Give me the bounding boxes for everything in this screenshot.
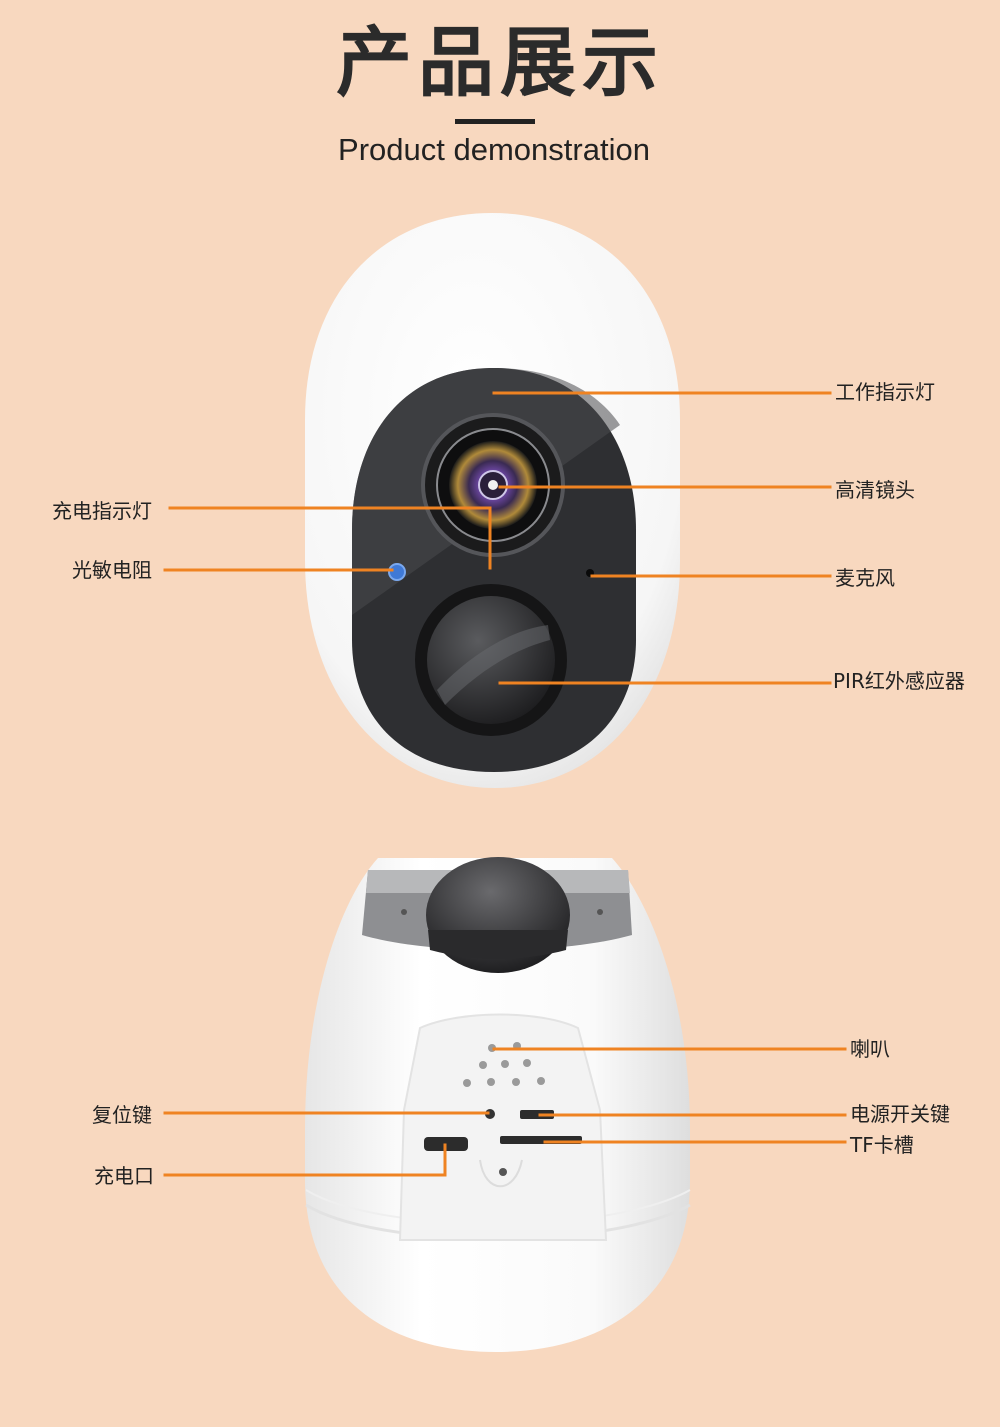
title-underline [455, 119, 535, 124]
label-charge-indicator: 充电指示灯 [52, 499, 152, 523]
back-dome-base [428, 930, 568, 959]
label-reset-key: 复位键 [92, 1103, 152, 1127]
light-sensor-dot [388, 563, 406, 581]
label-work-indicator: 工作指示灯 [835, 380, 935, 404]
page-subtitle: Product demonstration [338, 132, 650, 167]
label-hd-lens: 高清镜头 [835, 478, 915, 502]
label-power-key: 电源开关键 [850, 1102, 950, 1126]
callout-lines [163, 391, 847, 1177]
label-microphone: 麦克风 [835, 566, 895, 590]
callout-charge-indicator [168, 506, 492, 570]
lens-center [488, 480, 498, 490]
label-light-sensor: 光敏电阻 [72, 558, 152, 582]
label-speaker: 喇叭 [850, 1037, 890, 1061]
front-camera [305, 213, 680, 788]
label-pir-sensor: PIR红外感应器 [833, 669, 965, 693]
pir-reflection [437, 625, 550, 705]
label-tf-slot: TF卡槽 [850, 1133, 914, 1157]
page-title: 产品展示 [336, 18, 664, 107]
callout-charge-port [163, 1143, 447, 1177]
power-switch [520, 1110, 554, 1119]
port-panel [398, 1013, 608, 1241]
port-panel-notch [479, 1159, 523, 1188]
back-camera [305, 857, 691, 1352]
label-charge-port: 充电口 [94, 1164, 154, 1188]
